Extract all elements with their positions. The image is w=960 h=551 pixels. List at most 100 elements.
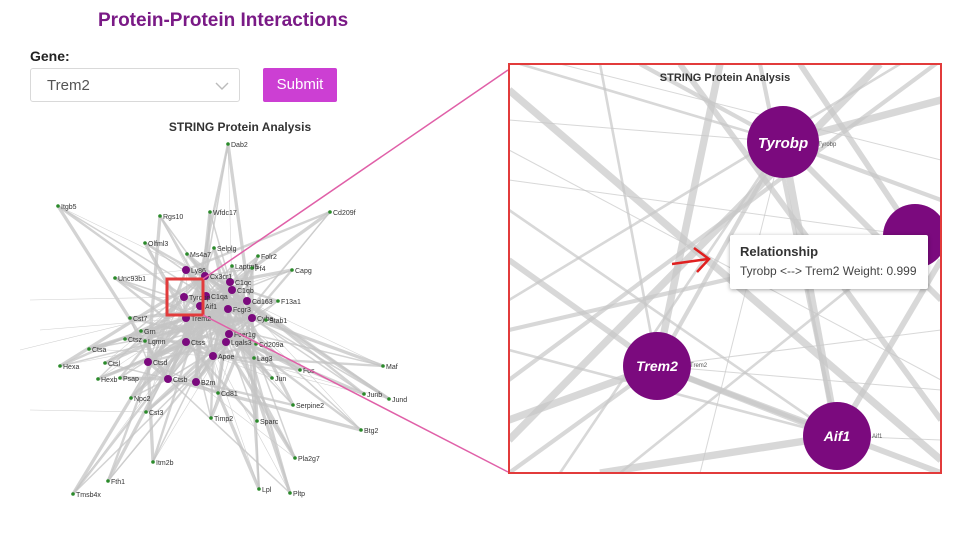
network-node-serpine2[interactable]: [291, 403, 295, 407]
zoom-edge: [509, 179, 916, 237]
network-node-jun[interactable]: [270, 376, 274, 380]
network-edge: [226, 308, 292, 494]
network-node-wfdc17[interactable]: [208, 210, 212, 214]
network-node-capg[interactable]: [290, 268, 294, 272]
network-node-cd209f[interactable]: [328, 210, 332, 214]
network-edge: [71, 275, 207, 495]
network-node-grn[interactable]: [139, 329, 143, 333]
network-node-label: Fcgr3: [233, 307, 251, 314]
network-node-f13a1[interactable]: [276, 299, 280, 303]
network-node-itm2b[interactable]: [151, 460, 155, 464]
network-node-sparc[interactable]: [255, 419, 259, 423]
network-node-fcer1g[interactable]: [225, 330, 233, 338]
network-node-stab1[interactable]: [264, 318, 268, 322]
network-edge: [183, 296, 291, 494]
network-node-junb[interactable]: [362, 392, 366, 396]
network-node-npc2[interactable]: [129, 396, 133, 400]
network-node-itgb5[interactable]: [56, 204, 60, 208]
network-node-label: Grn: [144, 329, 156, 336]
network-node-label: Pla2g7: [298, 456, 320, 463]
network-node-b2m[interactable]: [192, 378, 200, 386]
network-node-c1qb[interactable]: [228, 286, 236, 294]
network-edge: [209, 355, 215, 419]
zoom-edge: [699, 141, 784, 473]
zoom-node-tyrobp-sidelabel: Tyrobp: [818, 142, 837, 148]
network-node-label: Olfml3: [148, 241, 168, 248]
network-node-label: Cx3cr1: [210, 274, 232, 281]
network-node-cd163[interactable]: [243, 297, 251, 305]
network-node-laptm5[interactable]: [230, 264, 234, 268]
network-node-label: C1qc: [235, 280, 252, 287]
network-node-olfml3[interactable]: [143, 241, 147, 245]
network-node-label: Ctsd: [153, 360, 168, 367]
network-node-jund[interactable]: [387, 397, 391, 401]
network-edge: [204, 275, 258, 422]
network-node-cst7[interactable]: [128, 316, 132, 320]
network-node-label: Trem2: [191, 316, 211, 323]
network-node-fth1[interactable]: [106, 479, 110, 483]
network-node-ctss[interactable]: [182, 338, 190, 346]
network-node-cst3[interactable]: [144, 410, 148, 414]
zoom-edge: [797, 64, 918, 238]
pointer-arrow-icon: [671, 246, 711, 273]
network-node-rgs10[interactable]: [158, 214, 162, 218]
zoom-node-aif1-label: Aif1: [823, 428, 851, 444]
network-edge: [199, 289, 233, 307]
network-node-label: B2m: [201, 380, 216, 387]
network-edge: [228, 281, 295, 406]
network-node-folr2[interactable]: [256, 254, 260, 258]
network-node-psap[interactable]: [118, 376, 122, 380]
network-node-fos[interactable]: [298, 368, 302, 372]
network-node-ctsb[interactable]: [164, 375, 172, 383]
network-node-ctsa[interactable]: [87, 347, 91, 351]
network-node-label: Psap: [123, 376, 139, 383]
network-node-label: Cd209a: [259, 342, 284, 349]
network-node-ctsz[interactable]: [123, 337, 127, 341]
network-node-label: Ctsb: [173, 377, 188, 384]
network-node-hexb[interactable]: [96, 377, 100, 381]
network-node-label: Cd81: [221, 391, 238, 398]
submit-button[interactable]: Submit: [263, 68, 337, 102]
zoom-edge: [519, 64, 784, 144]
network-node-unc93b1[interactable]: [113, 276, 117, 280]
network-node-hexa[interactable]: [58, 364, 62, 368]
network-edge: [104, 362, 169, 380]
network-edge: [204, 274, 231, 284]
network-node-cyba[interactable]: [248, 314, 256, 322]
gene-select[interactable]: Trem2: [30, 68, 240, 102]
network-node-pf4[interactable]: [250, 266, 254, 270]
network-node-lgmn[interactable]: [143, 339, 147, 343]
network-node-ly86[interactable]: [182, 266, 190, 274]
network-node-btg2[interactable]: [359, 428, 363, 432]
network-node-selplg[interactable]: [212, 246, 216, 250]
network-edge: [229, 281, 296, 459]
network-node-apoe[interactable]: [209, 352, 217, 360]
network-node-cd81[interactable]: [216, 391, 220, 395]
tooltip-body: Tyrobp <--> Trem2 Weight: 0.999: [740, 264, 917, 278]
zoom-node-trem2-label: Trem2: [636, 358, 678, 374]
network-node-ms4a7[interactable]: [185, 252, 189, 256]
network-node-label: C1qa: [211, 294, 228, 301]
network-node-timp2[interactable]: [209, 416, 213, 420]
network-node-tyrobp[interactable]: [180, 293, 188, 301]
network-node-lag3[interactable]: [252, 356, 256, 360]
network-node-fcgr3[interactable]: [224, 305, 232, 313]
zoom-node-trem2[interactable]: Trem2 Trem2: [623, 332, 708, 400]
network-node-tmsb4x[interactable]: [71, 492, 75, 496]
zoom-node-tyrobp[interactable]: Tyrobp Tyrobp: [747, 106, 837, 178]
network-edges: [19, 143, 390, 495]
network-edge: [246, 300, 384, 367]
zoom-node-aif1[interactable]: Aif1 Aif1: [803, 402, 883, 470]
network-node-ctsd[interactable]: [144, 358, 152, 366]
network-node-label: Ms4a7: [190, 252, 211, 259]
network-node-lpl[interactable]: [257, 487, 261, 491]
network-node-lgals3[interactable]: [222, 338, 230, 346]
network-node-ctsl[interactable]: [103, 361, 107, 365]
network-node-dab2[interactable]: [226, 142, 230, 146]
network-node-label: Tmsb4x: [76, 492, 101, 499]
network-node-pltp[interactable]: [288, 491, 292, 495]
network-node-maf[interactable]: [381, 364, 385, 368]
network-node-pla2g7[interactable]: [293, 456, 297, 460]
network-node-c1qc[interactable]: [226, 278, 234, 286]
